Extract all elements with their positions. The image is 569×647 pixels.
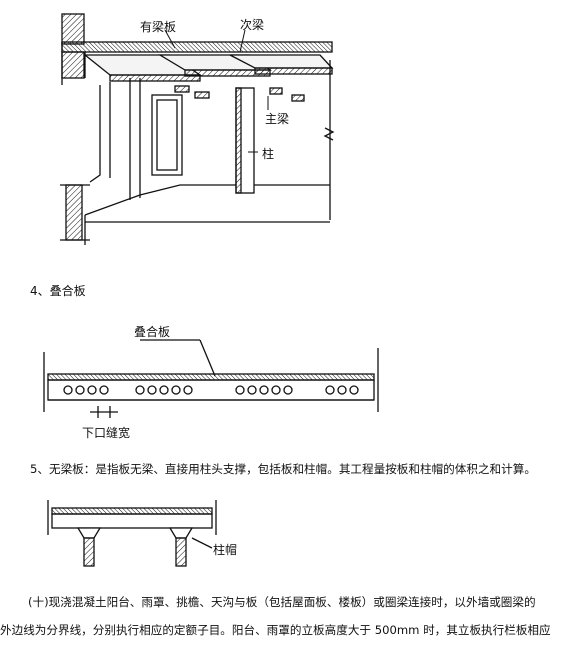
beam-slab-figure [60, 13, 335, 245]
composite-slab-label: 叠合板 [134, 325, 171, 339]
column-cap-right [168, 527, 194, 567]
column [235, 87, 255, 194]
column-cap-left [76, 527, 102, 567]
column-label: 柱 [262, 147, 275, 161]
gap-width-label: 下口缝宽 [82, 426, 131, 440]
slab-label: 有梁板 [140, 20, 177, 34]
hollow-cores [63, 385, 359, 395]
column-cap-label: 柱帽 [213, 543, 238, 557]
secondary-beam-label: 次梁 [240, 18, 265, 32]
leader-lines [164, 29, 269, 153]
slab [61, 13, 334, 102]
walls [60, 60, 335, 245]
section-4-heading: 4、叠合板 [30, 284, 86, 298]
composite-slab-figure [43, 339, 379, 418]
paragraph-10-line-1: (十)现浇混凝土阳台、雨罩、挑檐、天沟与板（包括屋面板、楼板）或圈梁连接时，以外… [28, 595, 536, 609]
paragraph-10-line-2: 外边线为分界线，分别执行相应的定额子目。阳台、雨罩的立板高度大于 500mm 时… [0, 623, 551, 637]
section-5-text: 5、无梁板：是指板无梁、直接用柱头支撑，包括板和柱帽。其工程量按板和柱帽的体积之… [30, 462, 536, 476]
main-beam-label: 主梁 [265, 112, 290, 126]
flat-slab-figure [47, 500, 217, 567]
